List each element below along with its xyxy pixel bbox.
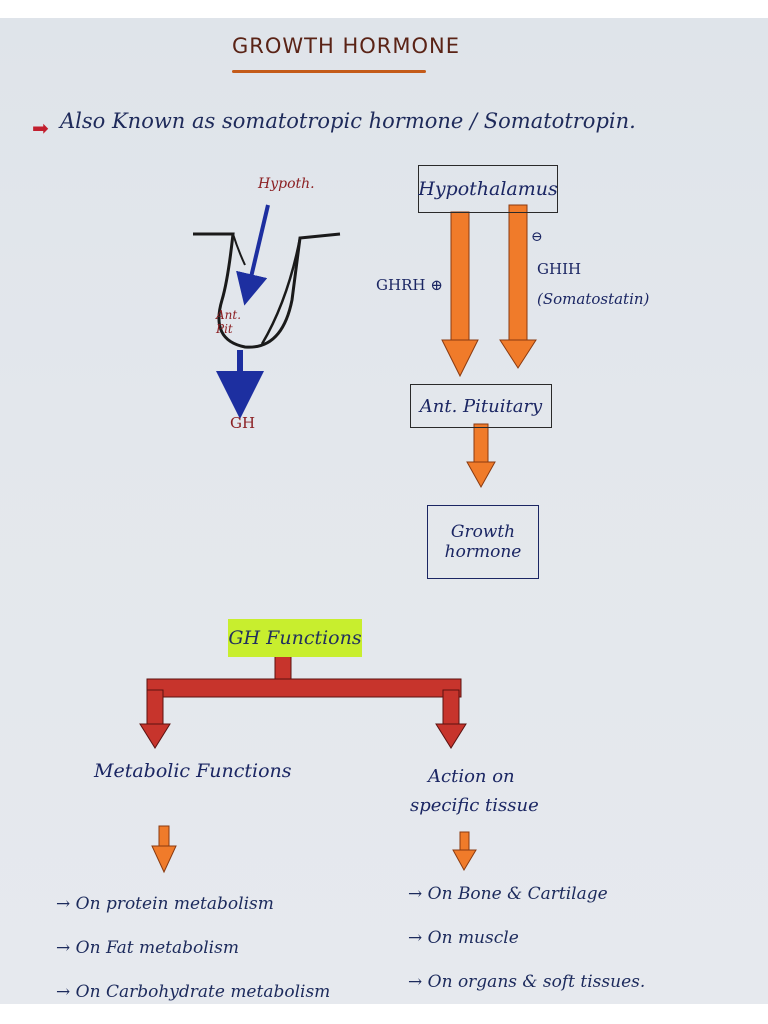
ghih-arrow — [499, 204, 537, 369]
metabolic-items-list: → On protein metabolism → On Fat metabol… — [56, 882, 330, 1014]
ghih-sign: ⊖ — [531, 229, 543, 245]
bullet-arrow-icon: ➡ — [32, 116, 49, 140]
list-item: → On Fat metabolism — [56, 938, 239, 958]
metabolic-functions-label: Metabolic Functions — [94, 760, 292, 782]
also-known-as-text: Also Known as somatotropic hormone / Som… — [60, 109, 636, 133]
list-item: → On Carbohydrate metabolism — [56, 982, 331, 1002]
pituitary-right-lobe — [260, 237, 302, 345]
list-item: → On protein metabolism — [56, 894, 274, 914]
paper-background — [0, 18, 768, 1004]
growth-hormone-box: Growth hormone — [427, 505, 539, 579]
tissue-down-arrow — [452, 831, 477, 872]
gh-label: GH — [230, 414, 256, 432]
ghrh-label: GHRH ⊕ — [376, 276, 443, 294]
hypoth-label: Hypoth. — [258, 176, 315, 192]
growth-hormone-line1: Growth — [450, 522, 516, 542]
somatostatin-label: (Somatostatin) — [537, 290, 650, 308]
ant-pituitary-box: Ant. Pituitary — [410, 384, 552, 428]
action-label-line2: specific tissue — [410, 795, 539, 816]
title-underline — [232, 70, 426, 73]
ghrh-arrow — [441, 211, 479, 378]
list-item: → On organs & soft tissues. — [408, 972, 646, 992]
ant-pit-label: Ant. Pit — [216, 308, 242, 336]
action-label-line1: Action on — [428, 766, 515, 787]
metabolic-down-arrow — [151, 825, 177, 874]
page-title: GROWTH HORMONE — [232, 34, 460, 58]
hypoth-to-pit-arrow — [236, 204, 270, 306]
list-item: → On muscle — [408, 928, 519, 948]
pituitary-outline — [193, 232, 341, 349]
growth-hormone-line2: hormone — [444, 542, 522, 562]
pituitary-inner-outline — [232, 233, 246, 266]
tissue-items-list: → On Bone & Cartilage → On muscle → On o… — [408, 872, 645, 1004]
list-item: → On Bone & Cartilage — [408, 884, 608, 904]
functions-branch-arrow — [139, 654, 467, 749]
hypothalamus-box: Hypothalamus — [418, 165, 558, 213]
gh-functions-header: GH Functions — [228, 619, 362, 657]
ghih-label: GHIH — [537, 260, 582, 278]
pituitary-to-gh-arrow — [466, 423, 496, 489]
